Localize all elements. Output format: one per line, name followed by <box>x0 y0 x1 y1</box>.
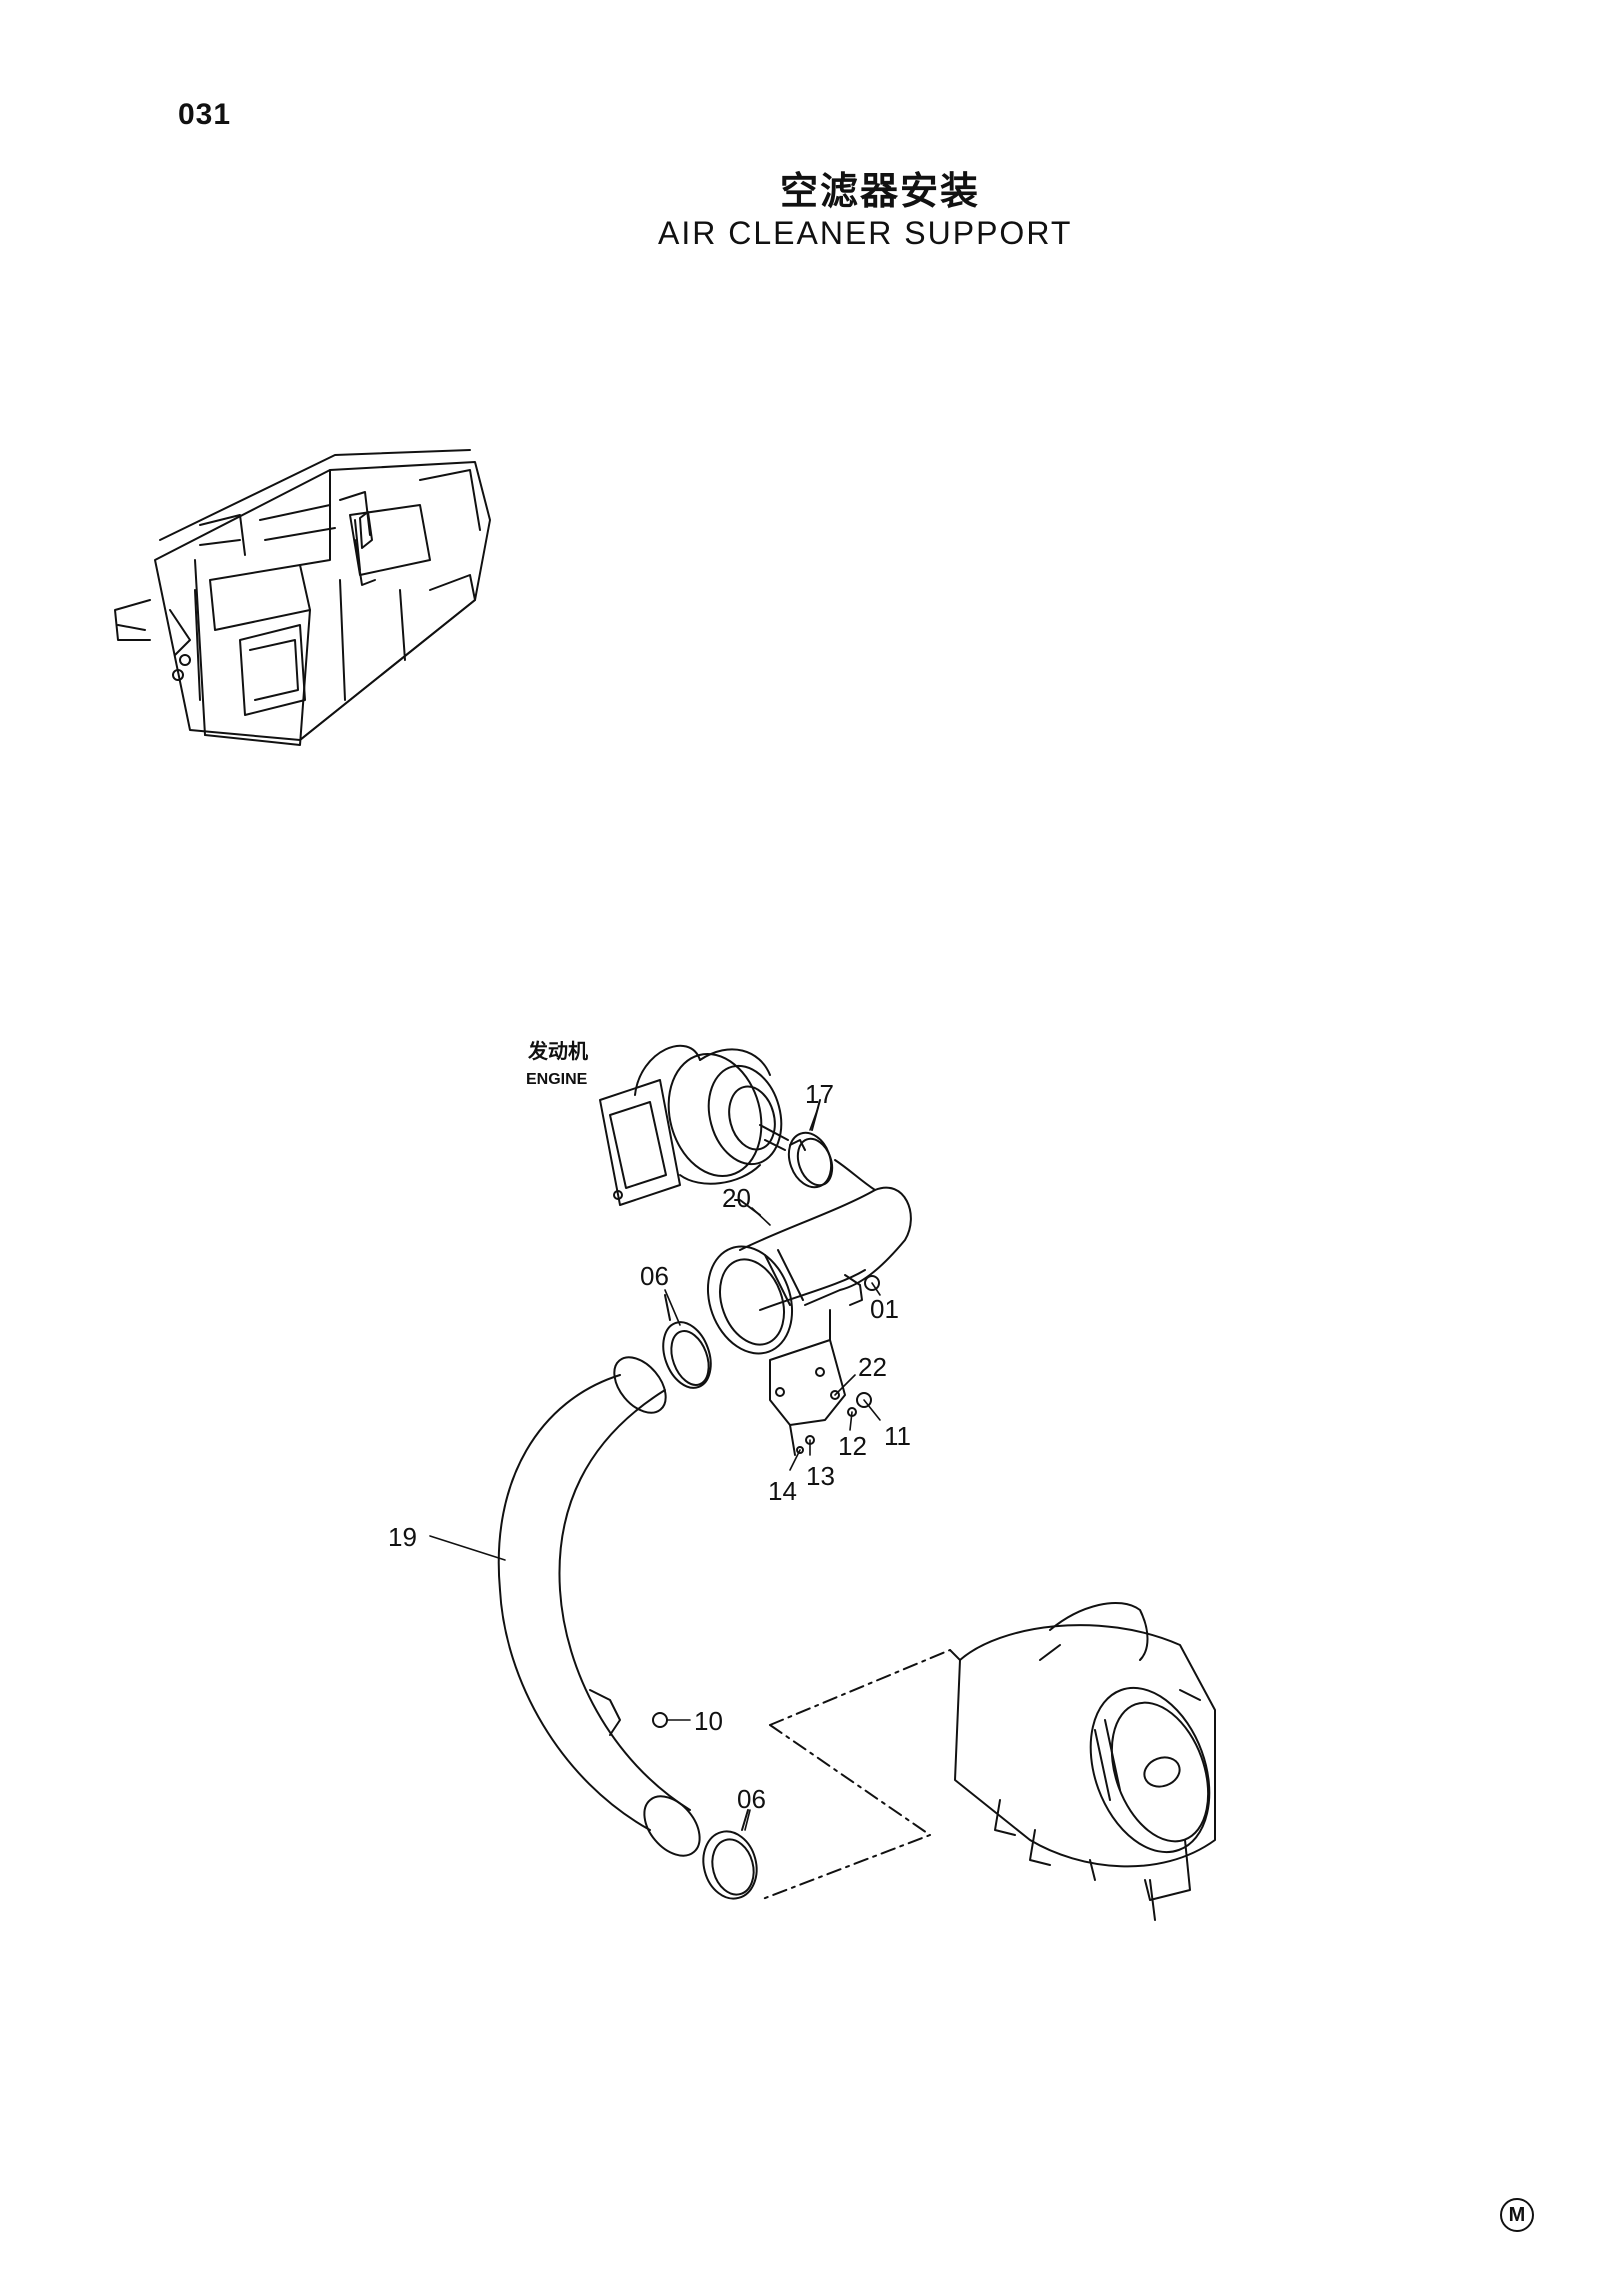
callout-22: 22 <box>858 1352 887 1382</box>
engine-turbo-illustration <box>599 1044 789 1206</box>
title-english: AIR CLEANER SUPPORT <box>658 215 1073 251</box>
main-hose-19 <box>497 1356 701 1857</box>
callout-14: 14 <box>768 1476 797 1506</box>
callout-12: 12 <box>838 1431 867 1461</box>
engine-label-chinese: 发动机 <box>527 1039 588 1063</box>
callout-06-bottom: 06 <box>737 1784 766 1814</box>
callout-17: 17 <box>805 1079 834 1109</box>
bracket-22 <box>769 1309 872 1456</box>
clamp-06-bottom <box>702 1809 758 1900</box>
title-chinese: 空滤器安装 <box>780 169 981 213</box>
callout-06-top: 06 <box>640 1261 669 1291</box>
callout-19: 19 <box>388 1522 417 1552</box>
excavator-overview-illustration <box>114 449 491 746</box>
air-cleaner-illustration <box>954 1602 1216 1921</box>
clamp-06-top <box>662 1294 712 1389</box>
callout-10: 10 <box>694 1706 723 1736</box>
engine-label-english: ENGINE <box>526 1071 588 1088</box>
clamp-17 <box>787 1099 834 1189</box>
leader-lines <box>429 1107 881 1831</box>
callout-20: 20 <box>722 1183 751 1213</box>
corner-mark-circled: M <box>1500 2198 1534 2232</box>
callout-13: 13 <box>806 1461 835 1491</box>
callout-01: 01 <box>870 1294 899 1324</box>
connection-lines <box>759 1649 961 1901</box>
callout-11: 11 <box>884 1421 911 1451</box>
page-number: 031 <box>178 98 232 131</box>
